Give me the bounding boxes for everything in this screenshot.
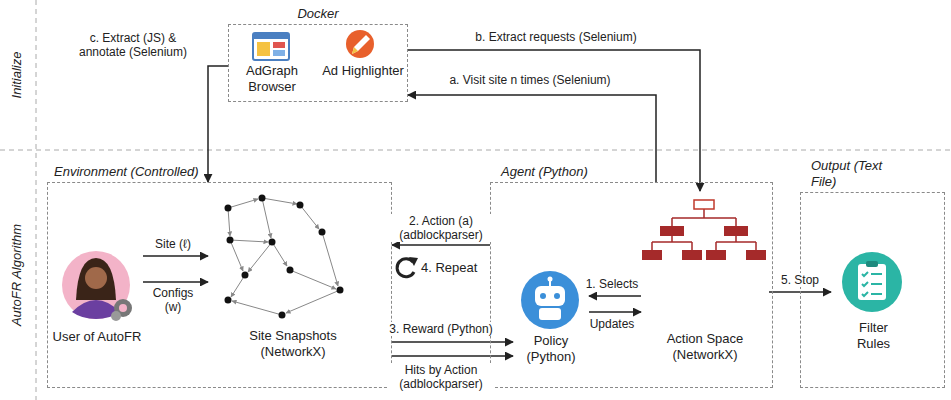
adgraph-browser-icon [253,33,289,60]
connector-arrow [589,311,641,313]
node-label: Site Snapshots (NetworkX) [238,328,348,360]
site-snapshot-graph [228,198,340,315]
connector-arrow [408,50,700,191]
group-box: DockerAdGraph BrowserAd Highlighter [228,24,408,102]
node-label: AdGraph Browser [232,63,312,95]
connector-arrow [143,281,208,283]
node-label: Filter Rules [844,320,904,352]
group-box: Output (Text File)Filter Rules [800,192,945,388]
policy-robot-icon [521,271,579,329]
icon-node: Filter Rules [831,248,916,352]
edge-label: 1. Selects [584,277,641,291]
icon-node: Site Snapshots (NetworkX) [208,193,378,360]
icon-node: Action Space (NetworkX) [641,191,769,363]
icon-node: Ad Highlighter [322,31,404,79]
edge-label: Configs (w) [141,286,205,314]
connector-arrow [408,95,656,182]
connector-arrow [589,295,641,297]
edge-label: 3. Reward (Python) [387,322,494,336]
action-space-tree [642,200,766,260]
edge-label: 2. Action (a) (adblockparser) [389,214,493,242]
icon-node: AdGraph Browser [232,31,312,95]
edge-label: b. Extract requests (Selenium) [473,30,638,44]
user-avatar [62,251,132,321]
node-label: Ad Highlighter [322,63,404,79]
edge-label: Site (ℓ) [153,237,193,251]
group-heading: Output (Text File) [811,158,885,190]
connector-arrow [392,341,513,343]
group-heading: Docker [229,6,407,22]
edge-label: Updates [588,317,637,331]
step-label: 4. Repeat [421,260,477,276]
connector-arrow [208,66,228,182]
group-heading: Environment (Controlled) [54,164,199,180]
ad-highlighter-icon [346,30,374,58]
repeat-icon [397,257,418,277]
connector-arrow [392,355,513,357]
icon-node: User of AutoFR [51,249,143,345]
edge-label: Hits by Action (adblockparser) [389,363,493,391]
filter-rules-icon [842,252,902,312]
node-label: Action Space (NetworkX) [655,331,755,363]
section-label: AutoFR Algorithm [9,224,25,326]
connector-arrow [392,244,490,246]
edge-label: c. Extract (JS) & annotate (Selenium) [65,31,201,59]
group-heading: Agent (Python) [501,164,588,180]
group-box: Environment (Controlled)User of AutoFRSi… [47,182,392,388]
section-label: Initialize [9,52,25,99]
connector-arrow [143,255,208,257]
icon-node: Policy (Python) [513,271,589,365]
edge-label: 5. Stop [779,273,821,287]
graph-dots [225,195,344,319]
node-label: User of AutoFR [51,329,143,345]
edge-label: a. Visit site n times (Selenium) [447,73,612,87]
node-label: Policy (Python) [513,333,589,365]
